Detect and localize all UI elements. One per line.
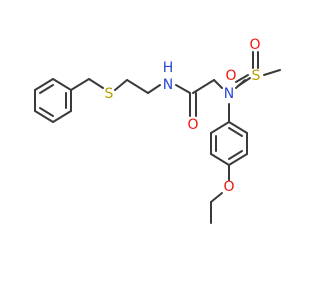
methanesulfonyl-group — [235, 51, 281, 89]
atom-o-amide: O — [187, 117, 198, 133]
amide-group — [175, 79, 223, 117]
atom-o-sulfonyl-left: O — [225, 68, 236, 84]
ethoxyphenyl-ring — [210, 103, 248, 166]
atom-s-sulfonyl: S — [252, 68, 261, 84]
atom-s-thioether: S — [105, 86, 114, 102]
atom-o-sulfonyl-top: O — [249, 37, 260, 53]
atom-n-amide: N — [163, 77, 173, 93]
atom-o-ether: O — [223, 179, 234, 195]
atom-h-amide: H — [163, 60, 174, 76]
ethoxy-group — [210, 164, 230, 224]
thioethyl-chain — [70, 78, 161, 94]
molecule-structure: S H N O N S O O O — [34, 37, 281, 224]
atom-n-sulfonamide: N — [224, 86, 234, 102]
benzene-ring — [34, 78, 72, 123]
